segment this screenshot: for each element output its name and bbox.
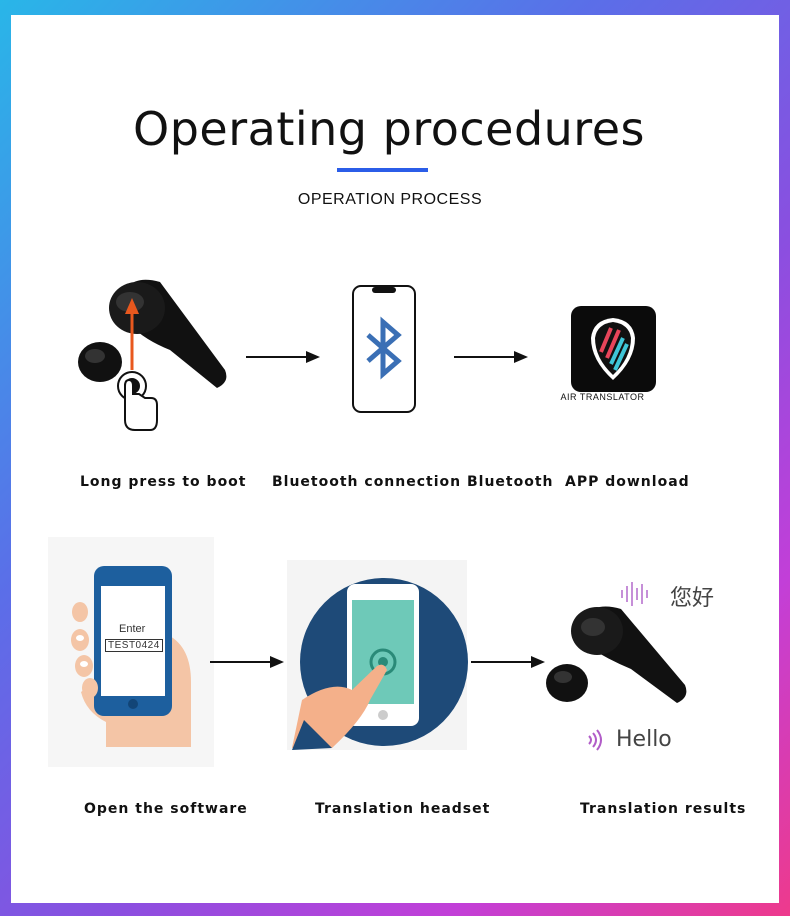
tap-hand-icon <box>118 372 157 430</box>
earbud-icon <box>78 280 226 388</box>
english-greeting: Hello <box>616 727 672 752</box>
app-icon <box>571 306 656 392</box>
enter-prompt: Enter <box>119 623 145 635</box>
page-title: Operating procedures <box>0 102 789 156</box>
arrow-right-icon <box>210 655 284 669</box>
code-input: TEST0424 <box>105 639 163 652</box>
arrow-right-icon <box>471 655 545 669</box>
step-label-translation-results: Translation results <box>580 801 746 817</box>
step-label-app-download: APP download <box>565 474 690 490</box>
arrow-right-icon <box>246 350 320 364</box>
app-name-label: AIR TRANSLATOR <box>545 392 660 402</box>
step-label-open-software: Open the software <box>84 801 248 817</box>
sound-wave-icon <box>585 727 607 753</box>
page-subtitle: OPERATION PROCESS <box>0 191 780 209</box>
step-label-boot: Long press to boot <box>80 474 247 490</box>
title-accent-bar <box>337 168 428 172</box>
step-label-translation-headset: Translation headset <box>315 801 490 817</box>
earbud-press-illustration <box>75 270 235 440</box>
hand-phone-illustration <box>66 562 196 752</box>
phone-bluetooth-illustration <box>352 285 416 413</box>
earbud-icon <box>545 597 695 727</box>
step-label-bluetooth: Bluetooth connection Bluetooth <box>272 474 554 490</box>
tap-phone-illustration <box>292 570 470 750</box>
arrow-right-icon <box>454 350 528 364</box>
